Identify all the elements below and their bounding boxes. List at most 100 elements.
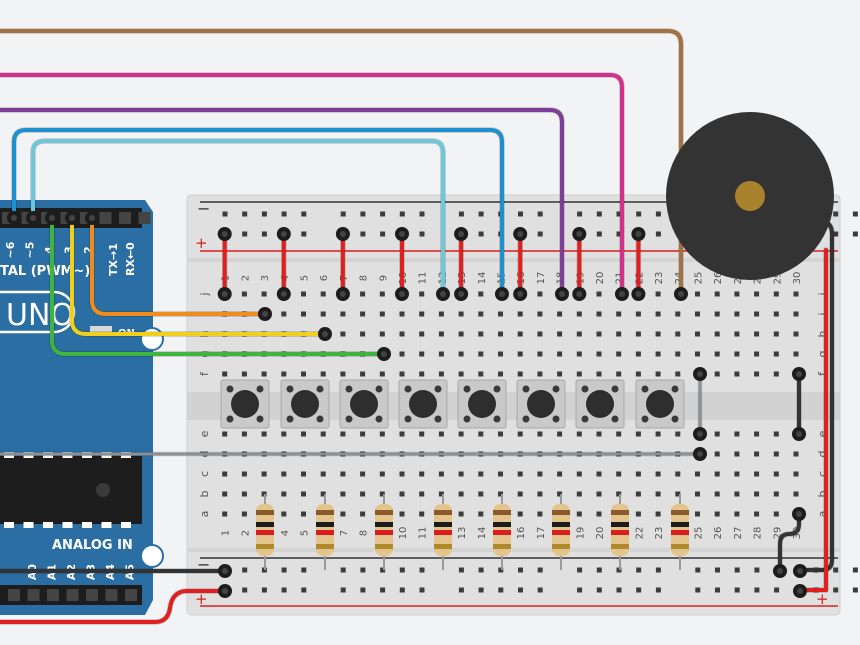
wire-yellow[interactable] (70, 216, 327, 336)
hole (419, 291, 425, 297)
column-number: 4 (280, 530, 291, 536)
hole (360, 331, 366, 337)
hole (320, 371, 326, 377)
rail-hole (655, 587, 661, 593)
row-letter: j (816, 292, 829, 296)
row-letter: f (816, 371, 829, 376)
wire-red-right[interactable] (798, 248, 828, 592)
hole (695, 511, 700, 517)
hole (379, 291, 385, 297)
wire-blue[interactable] (12, 128, 504, 296)
chip-pin (62, 522, 73, 528)
pushbuttons (220, 379, 685, 429)
hole (261, 431, 267, 437)
hole (655, 311, 661, 317)
hole (517, 311, 523, 317)
hole (301, 371, 306, 377)
column-number: 2 (240, 530, 251, 536)
column-number: 30 (792, 272, 803, 285)
hole (616, 471, 622, 477)
wire-magenta[interactable] (0, 73, 624, 296)
hole (773, 331, 779, 337)
hole (340, 471, 346, 477)
pushbutton[interactable] (280, 379, 330, 429)
hole (734, 311, 740, 317)
hole (734, 491, 740, 497)
hole (773, 371, 779, 377)
rail-hole (399, 567, 405, 573)
pushbutton[interactable] (220, 379, 270, 429)
rail-hole (596, 231, 602, 237)
hole (793, 491, 799, 497)
hole (675, 331, 681, 337)
pushbutton[interactable] (457, 379, 507, 429)
pushbutton[interactable] (339, 379, 389, 429)
rail-hole (537, 231, 543, 237)
rail-hole (636, 587, 642, 593)
hole (576, 431, 582, 437)
hole (419, 351, 425, 357)
rail-hole (478, 567, 484, 573)
pushbutton[interactable] (635, 379, 685, 429)
tx-label: TX→1 (107, 243, 120, 276)
pushbutton[interactable] (575, 379, 625, 429)
hole (261, 471, 267, 477)
hole (537, 471, 543, 477)
hole (281, 471, 287, 477)
hole (557, 491, 563, 497)
rail-hole (281, 587, 287, 593)
wire-5v[interactable] (0, 589, 227, 624)
hole (399, 491, 405, 497)
on-led (90, 326, 112, 335)
hole (754, 431, 760, 437)
hole (635, 371, 641, 377)
hole (714, 351, 720, 357)
analog-header-pin (105, 589, 118, 601)
hole (419, 371, 425, 377)
wire-light-blue[interactable] (31, 139, 445, 296)
hole (438, 331, 444, 337)
rail-hole (360, 567, 366, 573)
rail-hole (261, 587, 267, 593)
pushbutton[interactable] (398, 379, 448, 429)
rail-hole (596, 587, 602, 593)
rail-hole (478, 231, 484, 237)
hole (458, 311, 464, 317)
wire-black-bottom[interactable] (778, 512, 801, 572)
wire-orange[interactable] (90, 216, 267, 316)
column-number: 29 (772, 527, 783, 540)
resistor (493, 494, 511, 570)
hole (340, 331, 346, 337)
rx-label: RX←0 (124, 242, 137, 276)
hole (458, 431, 464, 437)
wire-green[interactable] (50, 216, 386, 356)
analog-header-pin (27, 589, 40, 601)
rail-hole (754, 567, 760, 573)
pushbutton[interactable] (516, 379, 566, 429)
hole (458, 491, 464, 497)
hole (340, 491, 346, 497)
resistor (375, 494, 393, 570)
rail-hole (340, 211, 346, 217)
rail-hole (380, 231, 386, 237)
rail-hole (616, 231, 622, 237)
rail-hole (537, 567, 543, 573)
hole (773, 431, 779, 437)
hole (773, 351, 779, 357)
column-number: 25 (694, 272, 705, 285)
header-pin (138, 212, 151, 224)
hole (241, 371, 247, 377)
hole (576, 471, 582, 477)
hole (301, 491, 306, 497)
row-letter: j (198, 292, 211, 296)
wire-purple[interactable] (0, 108, 564, 296)
hole (498, 311, 503, 317)
wire-brown[interactable] (0, 29, 683, 296)
column-number: 10 (398, 527, 409, 540)
hole (773, 291, 779, 297)
hole (517, 371, 523, 377)
hole (517, 491, 523, 497)
